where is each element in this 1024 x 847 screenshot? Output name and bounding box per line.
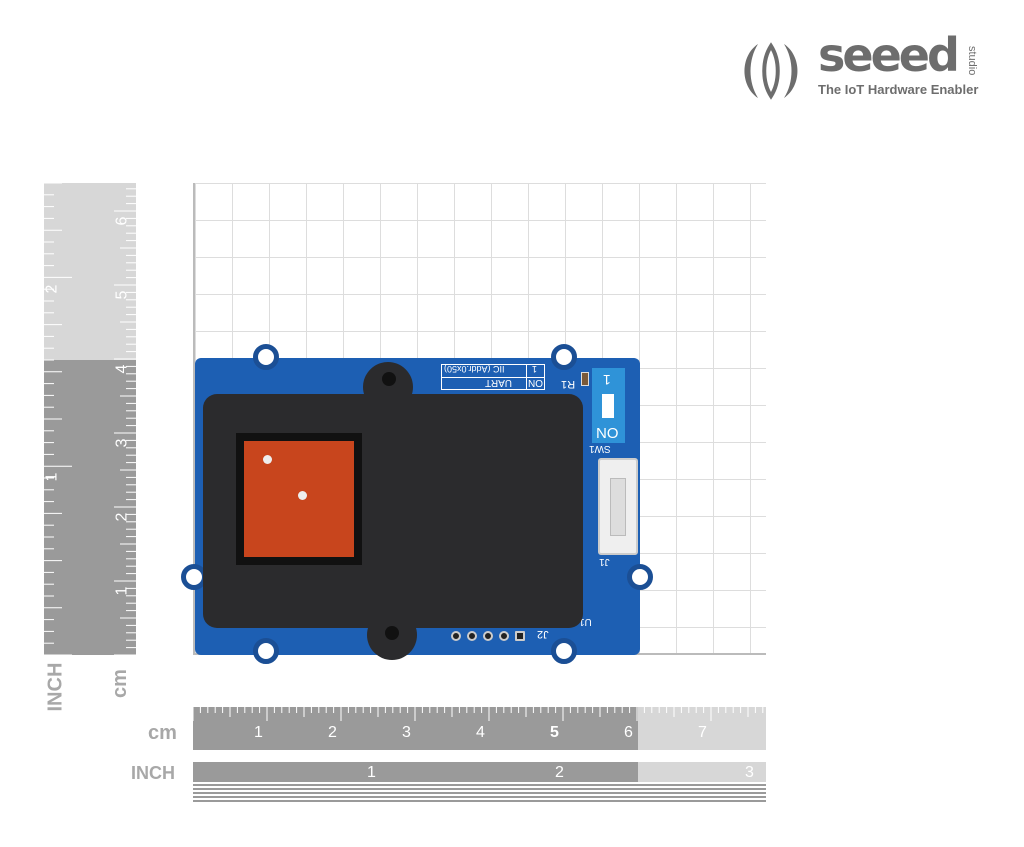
seeed-logo: seeed studio The IoT Hardware Enabler bbox=[738, 28, 988, 102]
h-cm-label: cm bbox=[148, 722, 177, 744]
logo-mark-icon bbox=[744, 42, 798, 100]
h-cm-1: 1 bbox=[254, 724, 263, 741]
dip-switch[interactable]: 1 ON bbox=[592, 368, 625, 443]
dip-lever[interactable] bbox=[602, 394, 614, 418]
h-cm-6: 6 bbox=[624, 724, 633, 741]
silk-j2: J2 bbox=[537, 628, 549, 640]
v-cm-5: 5 bbox=[113, 290, 131, 300]
silk-uart: UART bbox=[485, 377, 513, 388]
v-cm-4: 4 bbox=[113, 364, 131, 374]
header-pad bbox=[451, 631, 461, 641]
silk-iic-num: 1 bbox=[532, 364, 538, 374]
header-pad bbox=[515, 631, 525, 641]
v-cm-2: 2 bbox=[113, 512, 131, 522]
v-cm-1: 1 bbox=[113, 586, 131, 596]
v-cm-label: cm bbox=[108, 669, 131, 698]
inch-fine-scale bbox=[193, 784, 766, 804]
h-inch-1: 1 bbox=[367, 764, 376, 781]
h-inch-2: 2 bbox=[555, 764, 564, 781]
lens-dot bbox=[298, 491, 307, 500]
silk-j1: J1 bbox=[599, 556, 610, 567]
h-cm-3: 3 bbox=[402, 724, 411, 741]
mount-hole bbox=[253, 344, 279, 370]
h-cm-2: 2 bbox=[328, 724, 337, 741]
v-inch-2: 2 bbox=[43, 284, 61, 294]
silk-iic: IIC (Addr.0x50) bbox=[444, 364, 505, 374]
v-inch-label: INCH bbox=[44, 662, 67, 712]
cover-screw-hole bbox=[385, 626, 399, 640]
h-inch-3: 3 bbox=[745, 764, 754, 781]
mount-hole bbox=[551, 344, 577, 370]
logo-wordmark: seeed bbox=[818, 28, 960, 82]
cover-screw-hole bbox=[382, 372, 396, 386]
mount-hole bbox=[551, 638, 577, 664]
logo-tagline: The IoT Hardware Enabler bbox=[818, 82, 979, 97]
dip-num: 1 bbox=[603, 372, 611, 388]
logo-studio: studio bbox=[966, 46, 978, 76]
h-inch-label: INCH bbox=[131, 763, 175, 783]
mount-hole bbox=[627, 564, 653, 590]
header-pad bbox=[499, 631, 509, 641]
silk-sw1: SW1 bbox=[589, 443, 611, 454]
h-cm-4: 4 bbox=[476, 724, 485, 741]
mount-hole bbox=[253, 638, 279, 664]
v-cm-6: 6 bbox=[113, 216, 131, 226]
horizontal-cm-ruler: 1 2 3 4 5 6 7 bbox=[193, 707, 766, 750]
silk-uart-on: ON bbox=[528, 377, 543, 388]
lens-dot bbox=[263, 455, 272, 464]
dip-on: ON bbox=[596, 424, 619, 441]
silk-r1: R1 bbox=[561, 378, 576, 390]
header-pad bbox=[483, 631, 493, 641]
vertical-ruler bbox=[44, 183, 136, 655]
vertical-ruler-labels: 1 2 3 4 5 6 1 2 bbox=[43, 0, 136, 655]
h-cm-7: 7 bbox=[698, 724, 707, 741]
sensor-window bbox=[236, 433, 362, 565]
resistor-r1 bbox=[581, 372, 589, 386]
v-inch-1: 1 bbox=[43, 472, 61, 482]
v-cm-3: 3 bbox=[113, 438, 131, 448]
horizontal-inch-ruler: 1 2 3 bbox=[193, 762, 766, 782]
h-cm-5: 5 bbox=[550, 724, 559, 741]
grove-connector[interactable] bbox=[598, 458, 638, 555]
header-pad bbox=[467, 631, 477, 641]
mode-table bbox=[441, 364, 545, 390]
